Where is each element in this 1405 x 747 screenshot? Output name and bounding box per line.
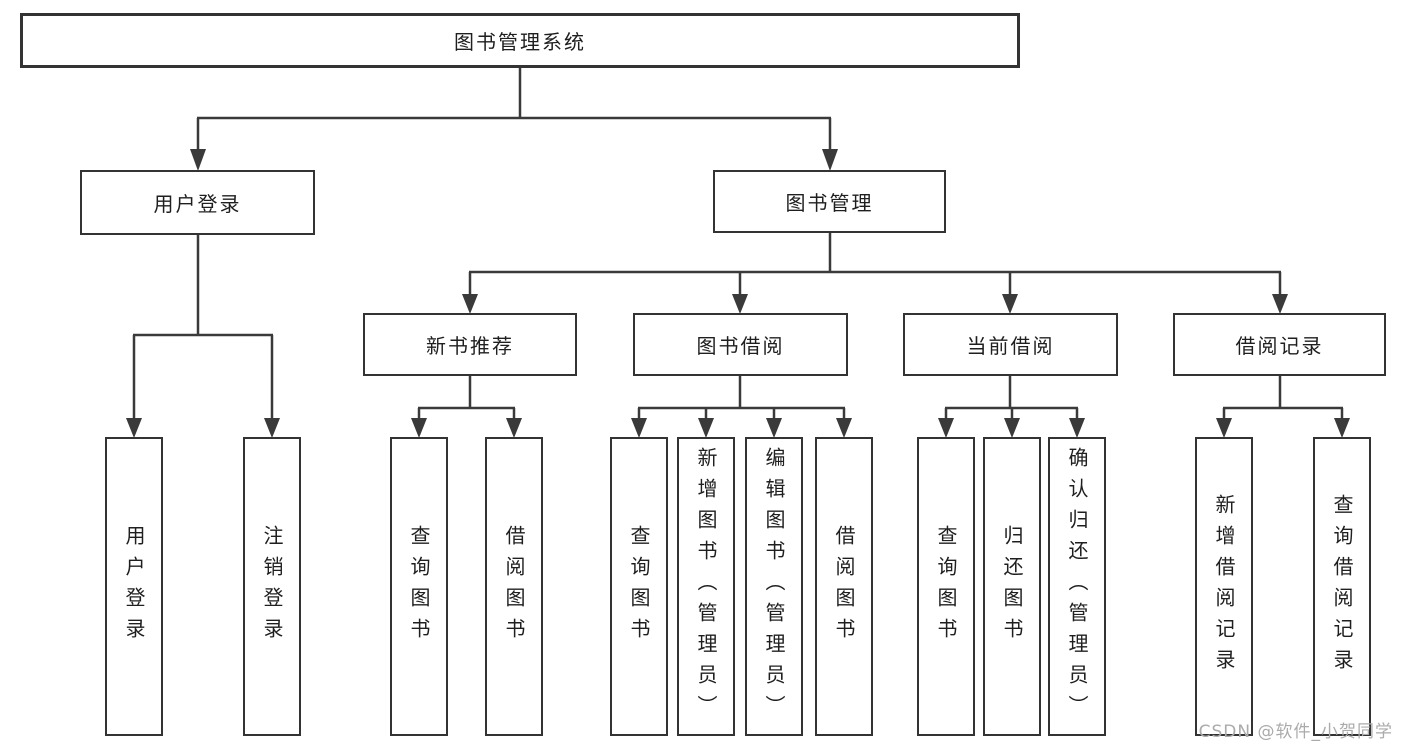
node-library-system: 图书管理系统 [20,13,1020,68]
csdn-watermark: CSDN @软件_小贺同学 [1198,722,1393,742]
node-library-system-label: 图书管理系统 [454,30,586,54]
leaf-add-book-admin: 新增图书（管理员） [677,437,735,736]
leaf-borrow-book: 借阅图书 [815,437,873,736]
leaf-logout-label: 注销登录 [260,524,284,649]
leaf-query-book-borrow: 查询图书 [610,437,668,736]
leaf-borrow-book-recommend-label: 借阅图书 [502,524,526,649]
leaf-add-borrow-record: 新增借阅记录 [1195,437,1253,736]
leaf-query-book-recommend-label: 查询图书 [407,524,431,649]
node-new-book-recommend: 新书推荐 [363,313,577,376]
node-current-borrow: 当前借阅 [903,313,1118,376]
leaf-query-book-recommend: 查询图书 [390,437,448,736]
node-user-login: 用户登录 [80,170,315,235]
leaf-return-book: 归还图书 [983,437,1041,736]
node-user-login-label: 用户登录 [153,192,242,216]
leaf-logout: 注销登录 [243,437,301,736]
leaf-query-borrow-record-label: 查询借阅记录 [1330,493,1354,680]
leaf-edit-book-admin: 编辑图书（管理员） [745,437,803,736]
node-current-borrow-label: 当前借阅 [966,334,1055,358]
leaf-borrow-book-recommend: 借阅图书 [485,437,543,736]
leaf-confirm-return-admin: 确认归还（管理员） [1048,437,1106,736]
leaf-query-borrow-record: 查询借阅记录 [1313,437,1371,736]
leaf-query-book-current: 查询图书 [917,437,975,736]
node-book-borrow-label: 图书借阅 [696,334,785,358]
leaf-borrow-book-label: 借阅图书 [832,524,856,649]
node-book-borrow: 图书借阅 [633,313,848,376]
leaf-query-book-borrow-label: 查询图书 [627,524,651,649]
leaf-confirm-return-admin-label: 确认归还（管理员） [1065,447,1089,726]
leaf-add-borrow-record-label: 新增借阅记录 [1212,493,1236,680]
node-book-management-label: 图书管理 [785,191,874,215]
leaf-return-book-label: 归还图书 [1000,524,1024,649]
leaf-user-login: 用户登录 [105,437,163,736]
leaf-user-login-label: 用户登录 [122,524,146,649]
node-borrow-record: 借阅记录 [1173,313,1386,376]
leaf-add-book-admin-label: 新增图书（管理员） [694,447,718,726]
leaf-edit-book-admin-label: 编辑图书（管理员） [762,447,786,726]
node-borrow-record-label: 借阅记录 [1235,334,1324,358]
node-new-book-recommend-label: 新书推荐 [426,334,514,358]
leaf-query-book-current-label: 查询图书 [934,524,958,649]
arrowhead-icons [126,149,1350,438]
node-book-management: 图书管理 [713,170,946,233]
